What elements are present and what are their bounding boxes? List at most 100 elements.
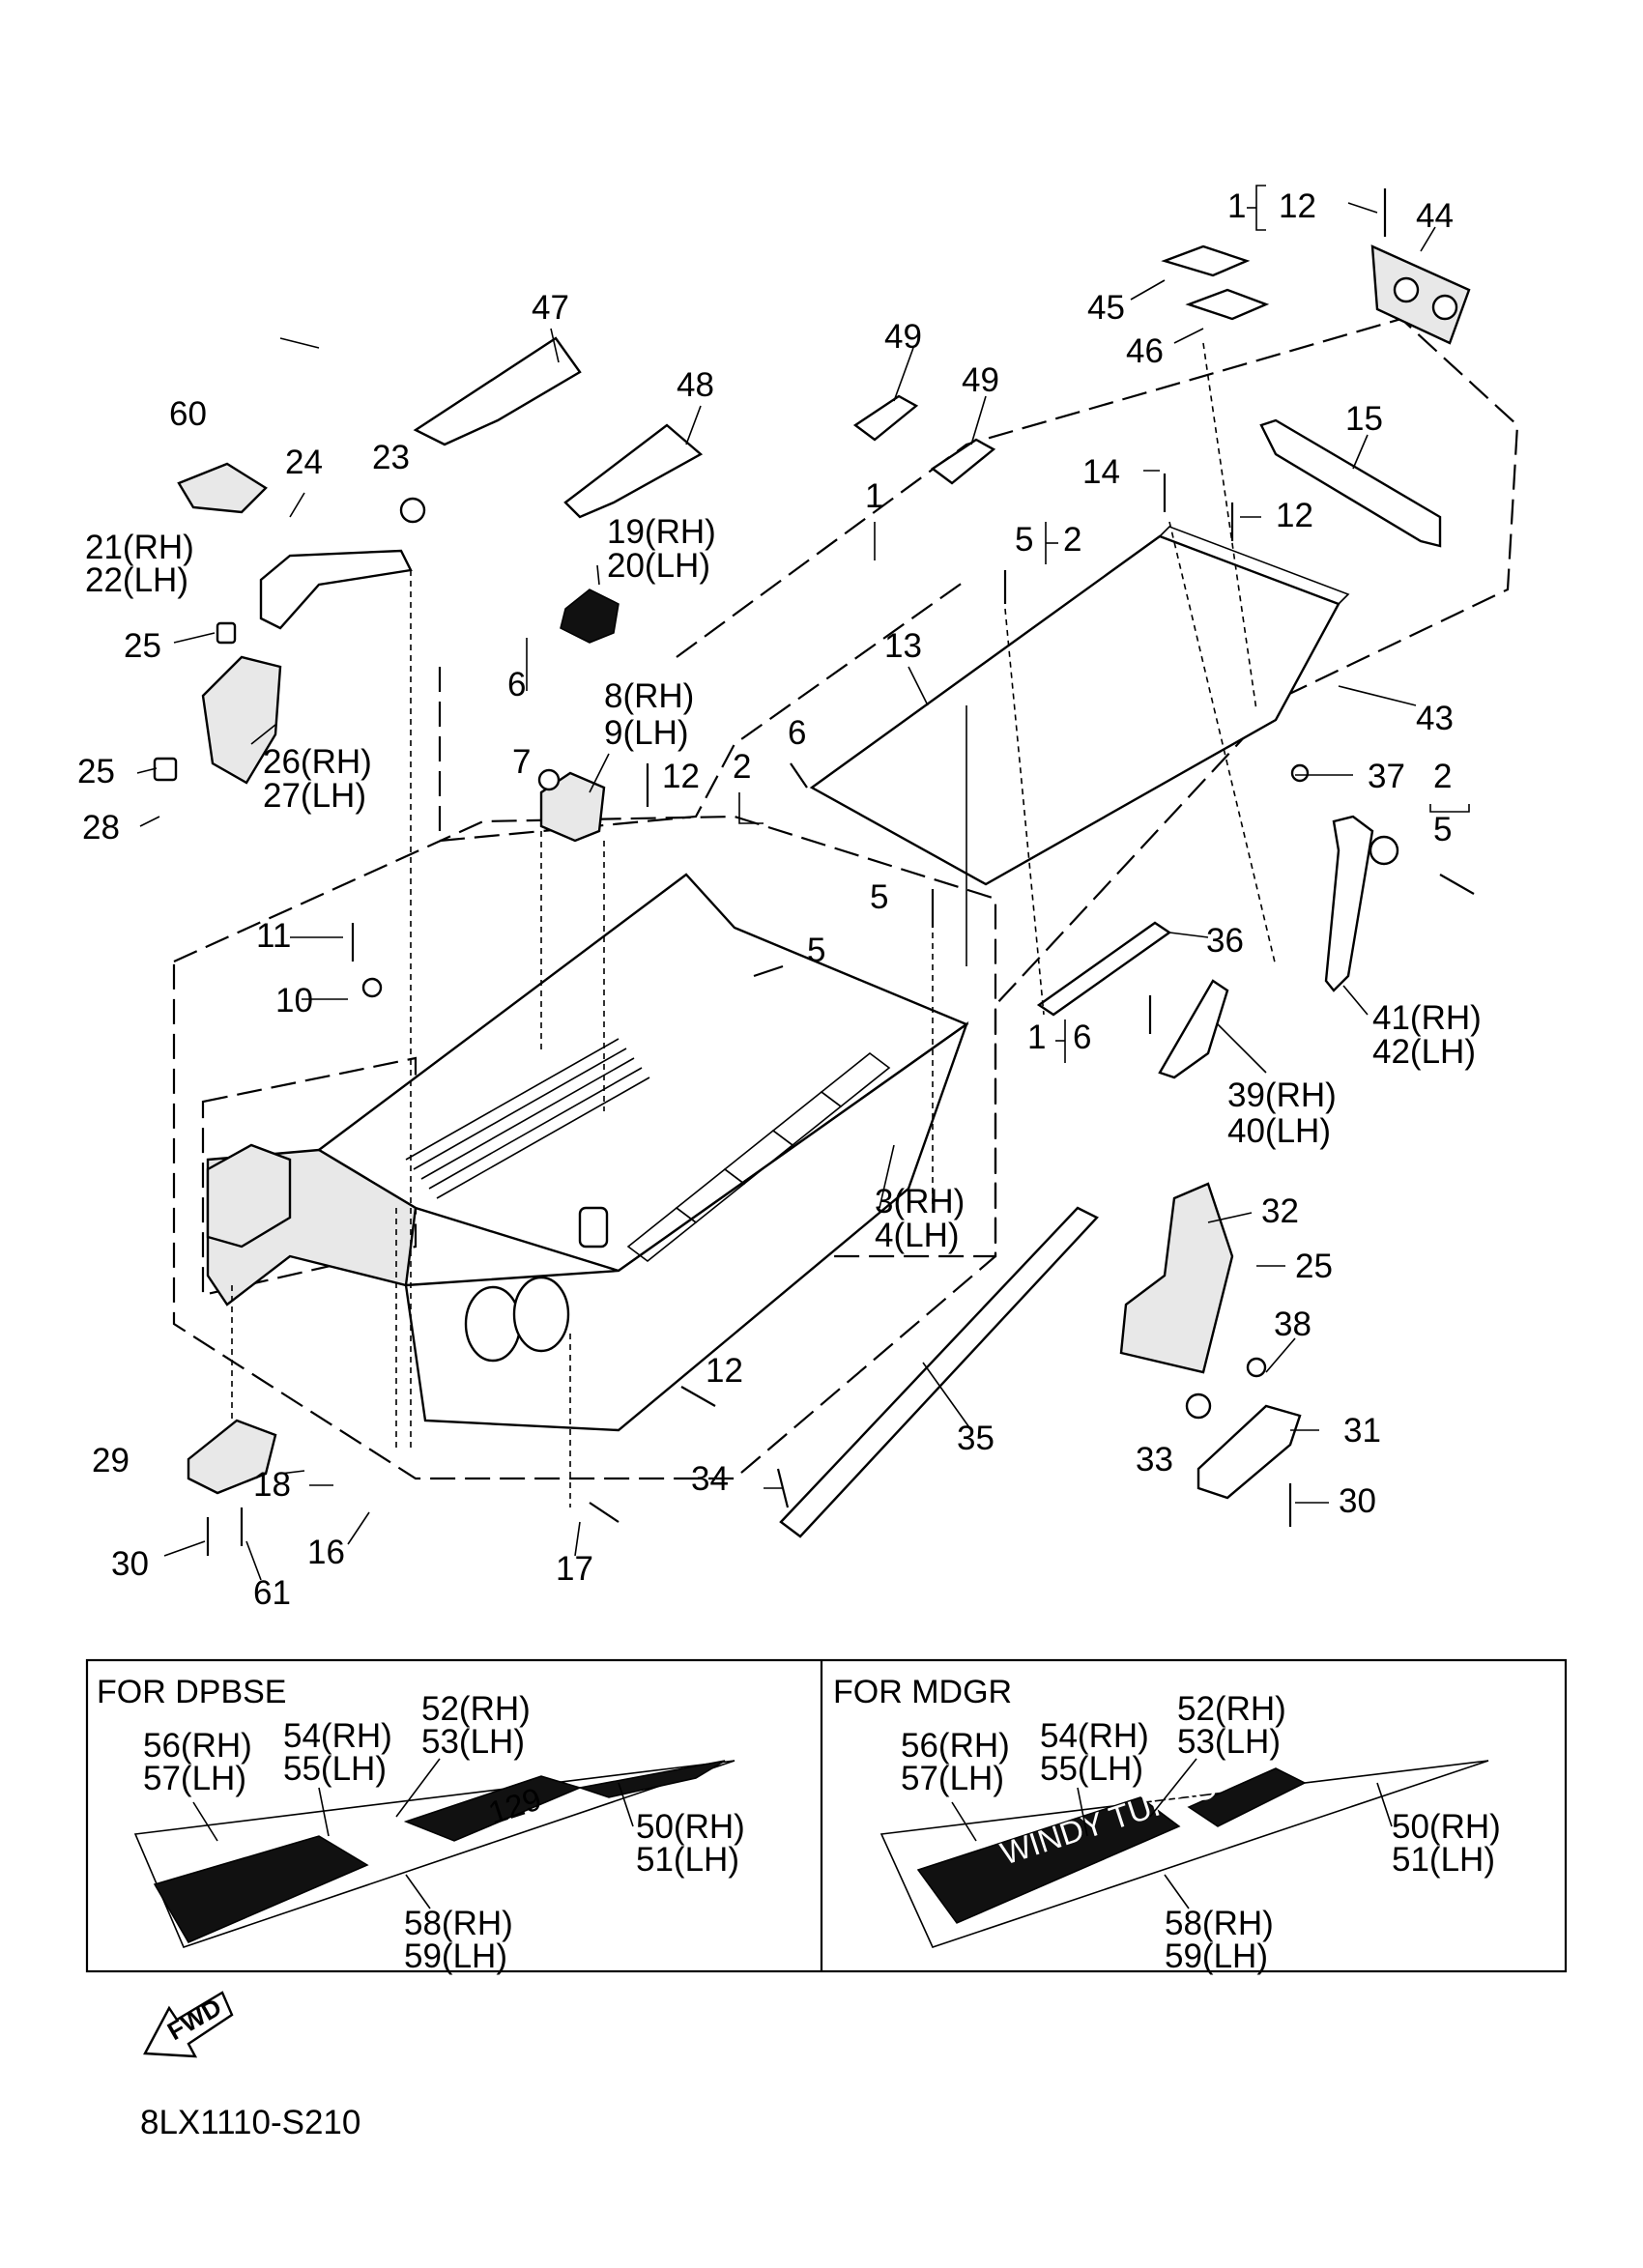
callout-3: 3(RH) — [875, 1183, 965, 1220]
assembly-outlines — [172, 317, 1519, 1480]
callout-9: 9(LH) — [604, 714, 689, 752]
label-50: 50(RH) — [636, 1808, 745, 1846]
label-56: 56(RH) — [143, 1727, 252, 1765]
rail-cutouts — [626, 1051, 891, 1263]
callout-25b: 25 — [77, 753, 115, 790]
decal-text-dpbse: 129 — [484, 1780, 546, 1830]
tunnel-vents — [405, 1038, 650, 1199]
callout-14: 14 — [1082, 453, 1120, 491]
step-31 — [1196, 1404, 1302, 1500]
callout-12: 12 — [1279, 187, 1316, 225]
callout-38: 38 — [1274, 1306, 1312, 1343]
callout-13: 13 — [884, 627, 922, 665]
callout-8: 8(RH) — [604, 677, 694, 715]
callout-labels: 1 12 44 45 46 47 48 49 49 15 14 12 1 5 2… — [77, 187, 1482, 1612]
variant-mdgr: FOR MDGR 56(RH) 57(LH) 54(RH) 55(LH) 52(… — [833, 1674, 1501, 1975]
label-55r: 55(LH) — [1040, 1750, 1143, 1788]
label-51: 51(LH) — [636, 1841, 739, 1879]
label-53: 53(LH) — [421, 1723, 525, 1761]
label-59: 59(LH) — [404, 1938, 507, 1975]
bracket-21 — [153, 549, 413, 785]
callout-17: 17 — [556, 1550, 593, 1588]
variant-title-dpbse: FOR DPBSE — [97, 1674, 286, 1710]
decal-49b — [930, 438, 996, 485]
callout-31: 31 — [1343, 1412, 1381, 1450]
callout-46: 46 — [1126, 332, 1164, 370]
label-54r: 54(RH) — [1040, 1717, 1149, 1755]
callout-12b: 12 — [1276, 497, 1313, 534]
label-55: 55(LH) — [283, 1750, 387, 1788]
callout-42: 42(LH) — [1372, 1033, 1476, 1071]
label-54: 54(RH) — [283, 1717, 392, 1755]
bracket-32 — [1119, 1182, 1234, 1374]
callout-41: 41(RH) — [1372, 999, 1482, 1037]
callout-30b: 30 — [1339, 1482, 1376, 1520]
callout-12d: 12 — [706, 1352, 743, 1390]
callout-2b: 2 — [733, 748, 751, 786]
fasteners — [206, 188, 1475, 1556]
variant-title-mdgr: FOR MDGR — [833, 1674, 1012, 1710]
label-56r: 56(RH) — [901, 1727, 1010, 1765]
callout-44: 44 — [1416, 197, 1454, 235]
callout-48: 48 — [677, 366, 714, 404]
callout-60: 60 — [169, 395, 207, 433]
callout-1c: 1 — [1027, 1019, 1046, 1056]
diagram-code: 8LX1110-S210 — [140, 2104, 360, 2141]
decal-48 — [563, 423, 704, 519]
label-50r: 50(RH) — [1392, 1808, 1501, 1846]
callout-29: 29 — [92, 1442, 130, 1479]
handle-41 — [1324, 815, 1374, 992]
callout-32: 32 — [1261, 1192, 1299, 1230]
callout-30: 30 — [111, 1545, 149, 1583]
callout-19: 19(RH) — [607, 513, 716, 551]
variant-dpbse: FOR DPBSE 56(RH) 57(LH) 54(RH) 55(LH) 52… — [97, 1674, 745, 1975]
decal-45 — [1161, 244, 1251, 277]
callout-11: 11 — [256, 917, 291, 955]
label-52: 52(RH) — [421, 1690, 531, 1728]
callout-2c: 2 — [1433, 758, 1452, 795]
callout-6b: 6 — [788, 714, 806, 752]
leader-lines — [136, 202, 1436, 1581]
callout-33: 33 — [1136, 1441, 1173, 1479]
callout-25: 25 — [124, 627, 161, 665]
callout-2: 2 — [1063, 521, 1081, 559]
cap-19 — [560, 589, 620, 644]
callout-10: 10 — [275, 982, 313, 1019]
callout-25c: 25 — [1295, 1248, 1333, 1285]
callout-37: 37 — [1368, 758, 1405, 795]
callout-20: 20(LH) — [607, 547, 710, 585]
rear-bracket-15 — [1259, 418, 1442, 548]
group-brackets — [738, 185, 1470, 1063]
callout-12c: 12 — [662, 758, 700, 795]
callout-5c: 5 — [807, 932, 825, 969]
bracket-44 — [1370, 244, 1471, 345]
chassis-tunnel — [206, 873, 1099, 1538]
callout-16: 16 — [307, 1534, 345, 1571]
callout-1b: 1 — [865, 477, 883, 515]
callout-23: 23 — [372, 439, 410, 476]
callout-4: 4(LH) — [875, 1217, 960, 1254]
label-58r: 58(RH) — [1165, 1905, 1274, 1942]
callout-24: 24 — [285, 444, 323, 481]
grommet-29 — [187, 1419, 277, 1495]
handle-plate — [1369, 835, 1399, 866]
decal-49a — [852, 394, 919, 442]
decal-47 — [413, 336, 582, 446]
label-53r: 53(LH) — [1177, 1723, 1281, 1761]
callout-18: 18 — [253, 1466, 291, 1504]
label-59r: 59(LH) — [1165, 1938, 1268, 1975]
label-58: 58(RH) — [404, 1905, 513, 1942]
callout-22: 22(LH) — [85, 561, 188, 599]
callout-39: 39(RH) — [1227, 1077, 1337, 1114]
callout-36: 36 — [1206, 922, 1244, 960]
callout-7: 7 — [512, 743, 531, 781]
callout-45: 45 — [1087, 289, 1125, 327]
bracket-8 — [539, 771, 606, 843]
label-52r: 52(RH) — [1177, 1690, 1286, 1728]
callout-5b: 5 — [870, 878, 888, 916]
callout-26: 26(RH) — [263, 743, 372, 781]
variant-panel: FOR DPBSE 56(RH) 57(LH) 54(RH) 55(LH) 52… — [85, 1658, 1568, 1975]
callout-61: 61 — [253, 1574, 291, 1612]
callout-35: 35 — [957, 1420, 994, 1457]
